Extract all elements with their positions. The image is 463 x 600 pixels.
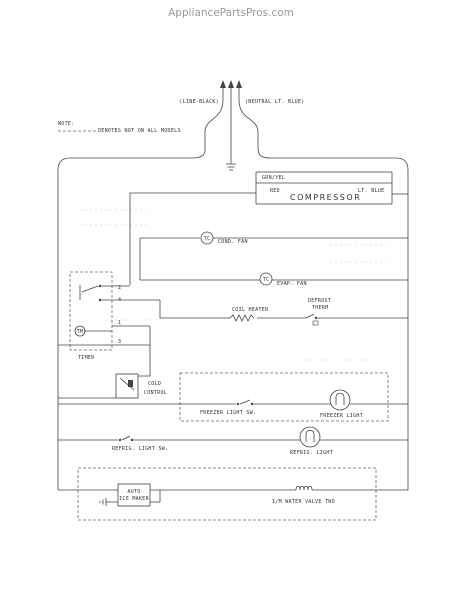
arrow-up-icon [236, 80, 242, 100]
timer-terminal-1: 1 [118, 320, 121, 326]
ground-icon [226, 100, 236, 171]
arrow-up-icon [220, 80, 226, 100]
compressor-label: COMPRESSOR [290, 193, 361, 202]
freezer-light-zone [179, 372, 389, 422]
compressor-block: GRN/YEL RED LT. BLUE COMPRESSOR [255, 171, 393, 205]
cond-fan-symbol: TC [204, 236, 211, 242]
coil-heater-label: COIL HEATER [232, 307, 269, 313]
timer-box [69, 271, 113, 351]
red-label: RED [270, 188, 280, 194]
lt-blue-label: LT. BLUE [358, 188, 384, 194]
arrow-up-icon [228, 80, 234, 100]
ice-maker-zone [77, 467, 377, 521]
note-title: NOTE: [58, 121, 75, 127]
evap-fan-motor-icon: TC [259, 272, 273, 286]
ice-maker-ground-icon [99, 498, 118, 506]
grn-yel-label: GRN/YEL [262, 175, 285, 181]
timer-motor-symbol: TM [77, 329, 84, 335]
line-black-label: (LINE-BLACK) [179, 99, 219, 105]
defrost-thermostat-icon [305, 313, 319, 326]
refrig-light-sw-label: REFRIG. LIGHT SW. [112, 446, 168, 452]
evap-fan-label: EVAP. FAN [277, 281, 307, 287]
cold-control-icon [115, 373, 139, 399]
defrost-label: DEFROST [308, 298, 331, 304]
evap-fan-symbol: TC [263, 277, 270, 283]
timer-terminal-3: 3 [118, 339, 121, 345]
auto-label: AUTO [127, 489, 140, 495]
cold-label: COLD [148, 381, 161, 387]
timer-motor-icon: TM [74, 325, 86, 337]
compressor-box [255, 171, 393, 205]
note-text: DENOTES NOT ON ALL MODELS [98, 128, 181, 134]
therm-label: THERM [312, 305, 329, 311]
background-traces [80, 209, 390, 361]
freezer-light-switch-icon [236, 399, 254, 406]
freezer-light-label: FREEZER LIGHT [320, 413, 363, 419]
power-plug-group: (LINE-BLACK) (NEUTRAL LT. BLUE) [179, 80, 304, 105]
coil-heater-icon [229, 314, 255, 322]
control-label: CONTROL [144, 390, 167, 396]
refrig-light-label: REFRIG. LIGHT [290, 450, 333, 456]
neutral-blue-label: (NEUTRAL LT. BLUE) [245, 99, 305, 105]
ice-maker-block: AUTO ICE MAKER [117, 483, 151, 507]
cond-fan-motor-icon: TC [200, 231, 214, 245]
timer-terminal-2: 2 [118, 285, 121, 291]
freezer-light-sw-label: FREEZER LIGHT SW. [200, 410, 256, 416]
refrig-light-bulb-icon [299, 426, 321, 448]
water-valve-coil-icon [295, 485, 313, 491]
timer-label: TIMER [78, 355, 95, 361]
freezer-light-bulb-icon [329, 389, 351, 411]
ice-maker-box [117, 483, 151, 507]
refrig-light-switch-icon [118, 435, 134, 442]
timer-switch-icon [79, 284, 102, 302]
timer-block: TM TIMER [69, 271, 113, 361]
cond-fan-label: COND. FAN [218, 239, 248, 245]
ice-maker-label: ICE MAKER [119, 496, 149, 502]
watermark: AppliancePartsPros.com [168, 7, 294, 19]
water-valve-label: I/M WATER VALVE TWO [272, 499, 335, 505]
